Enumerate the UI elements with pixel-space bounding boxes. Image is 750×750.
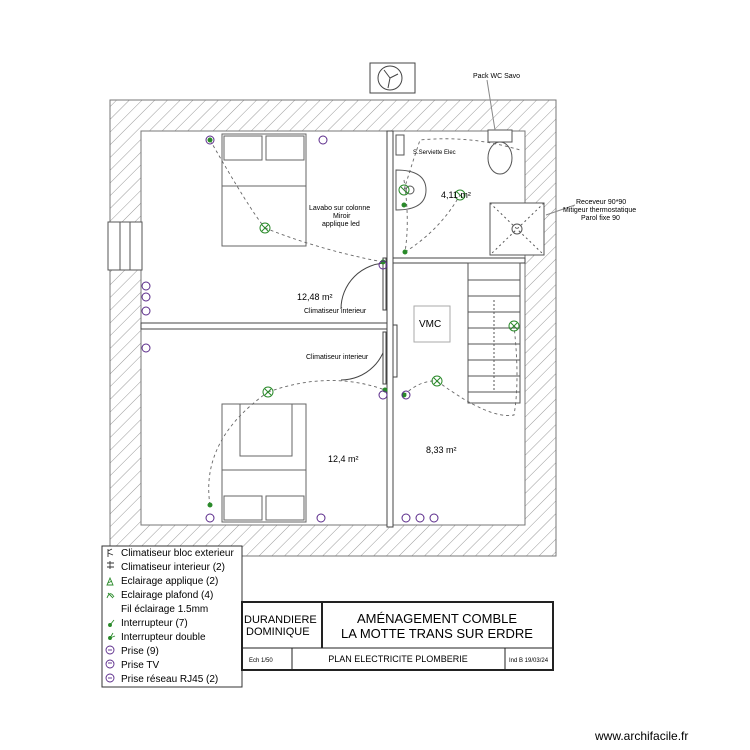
room-area-bathroom: 4,11 m² [441,190,471,200]
outlet-icon [141,135,439,523]
shower-callout-line [545,204,576,216]
clim-interior-label-top: Climatiseur interieur [304,308,367,315]
client-name-line1: DURANDIERE [244,614,317,626]
receveur-label-2: Mitigeur thermostatique [563,207,636,214]
room-area-bottom-left: 12,4 m² [328,454,359,464]
clim-exterior-icon [107,548,114,557]
rj45-outlet-icon [141,281,151,291]
lavabo-label-2: Miroir [333,213,351,220]
bed-bottom [221,403,307,523]
rj45-outlet-icon [105,673,115,683]
legend-item-0: Climatiseur bloc exterieur [121,548,234,559]
wall-light-icon [398,184,466,201]
lighting-wires [208,138,521,506]
client-name-line2: DOMINIQUE [246,626,310,638]
pack-wc-label: Pack WC Savo [473,73,520,80]
legend-item-9: Prise réseau RJ45 (2) [121,674,218,685]
vmc-label: VMC [419,319,441,330]
clim-interior-icon [107,561,114,569]
serviette-label: S.Serviette Elec [413,150,456,156]
legend-item-4: Fil éclairage 1.5mm [121,604,208,615]
legend-item-6: Interrupteur double [121,632,206,643]
exterior-wall [109,99,557,557]
room-area-top-left: 12,48 m² [297,292,333,302]
vmc-unit [413,305,451,343]
double-switch-icon [108,632,116,640]
legend-icons [105,548,116,683]
project-title-line1: AMÉNAGEMENT COMBLE [357,611,517,626]
room-area-bottom-right: 8,33 m² [426,445,457,455]
receveur-label-3: Parol fixe 90 [581,215,620,222]
legend-item-1: Climatiseur interieur (2) [121,562,225,573]
index-date: Ind B 19/03/24 [509,658,549,664]
toilet [487,129,513,175]
lavabo-label-1: Lavabo sur colonne [309,205,370,212]
legend-item-2: Eclairage applique (2) [121,576,218,587]
lavabo-label-3: applique led [322,221,360,228]
project-title-line2: LA MOTTE TRANS SUR ERDRE [341,626,533,641]
legend: Climatiseur bloc exterieur Climatiseur i… [101,545,243,688]
outlet-icon [105,645,115,655]
tv-outlet-icon [141,292,151,316]
staircase [467,262,521,404]
wall-light-icon [106,576,114,586]
washbasin [395,169,427,211]
receveur-label-1: Receveur 90*90 [576,199,626,206]
clim-exterior-unit [369,62,416,94]
bed-top [221,133,307,247]
clim-interior-label-bottom: Climatiseur interieur [306,354,369,361]
legend-item-7: Prise (9) [121,646,159,657]
legend-item-8: Prise TV [121,660,159,671]
switch-icon [207,137,408,508]
scale-label: Ech 1/50 [249,658,273,664]
switch-icon [108,619,115,627]
ceiling-light-icon [259,222,520,398]
doors [340,257,398,385]
title-block: DURANDIERE DOMINIQUE AMÉNAGEMENT COMBLE … [241,601,554,671]
tv-outlet-icon [105,659,115,669]
towel-radiator [395,134,405,156]
legend-item-3: Eclairage plafond (4) [121,590,213,601]
ceiling-light-icon [106,592,115,599]
shower-tray [489,202,545,256]
plan-name: PLAN ELECTRICITE PLOMBERIE [328,654,468,664]
window-left [107,221,143,271]
legend-item-5: Interrupteur (7) [121,618,188,629]
watermark: www.archifacile.fr [594,729,688,743]
wc-callout-line [486,79,496,131]
